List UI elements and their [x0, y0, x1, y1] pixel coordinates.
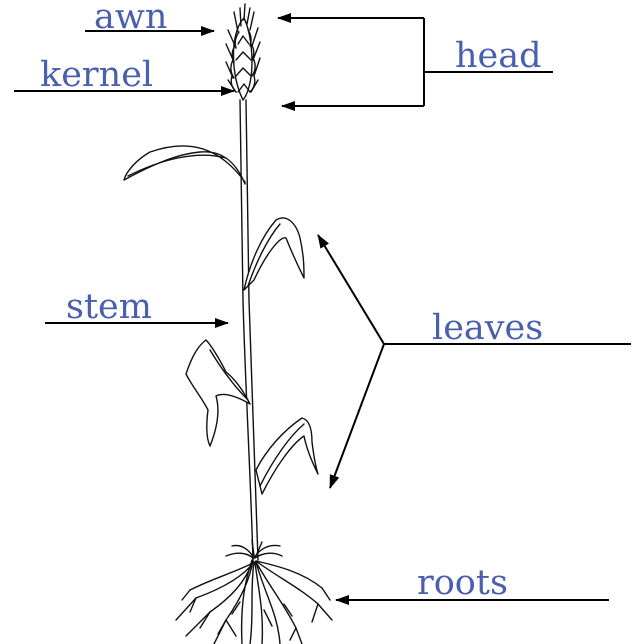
stem-illustration: [240, 100, 258, 560]
leaves-pointer-lower: [330, 344, 384, 488]
leaves-pointer-upper: [318, 235, 384, 344]
kernel-label: kernel: [40, 55, 153, 95]
leaves-label: leaves: [432, 308, 543, 348]
leaves-illustration: [124, 146, 318, 494]
wheat-head-illustration: [226, 4, 260, 100]
head-label: head: [455, 36, 542, 76]
diagram-labels: awn kernel head stem leaves roots: [40, 0, 543, 603]
roots-label: roots: [417, 563, 508, 603]
stem-label: stem: [66, 287, 152, 327]
awn-label: awn: [94, 0, 167, 37]
roots-illustration: [176, 540, 332, 644]
